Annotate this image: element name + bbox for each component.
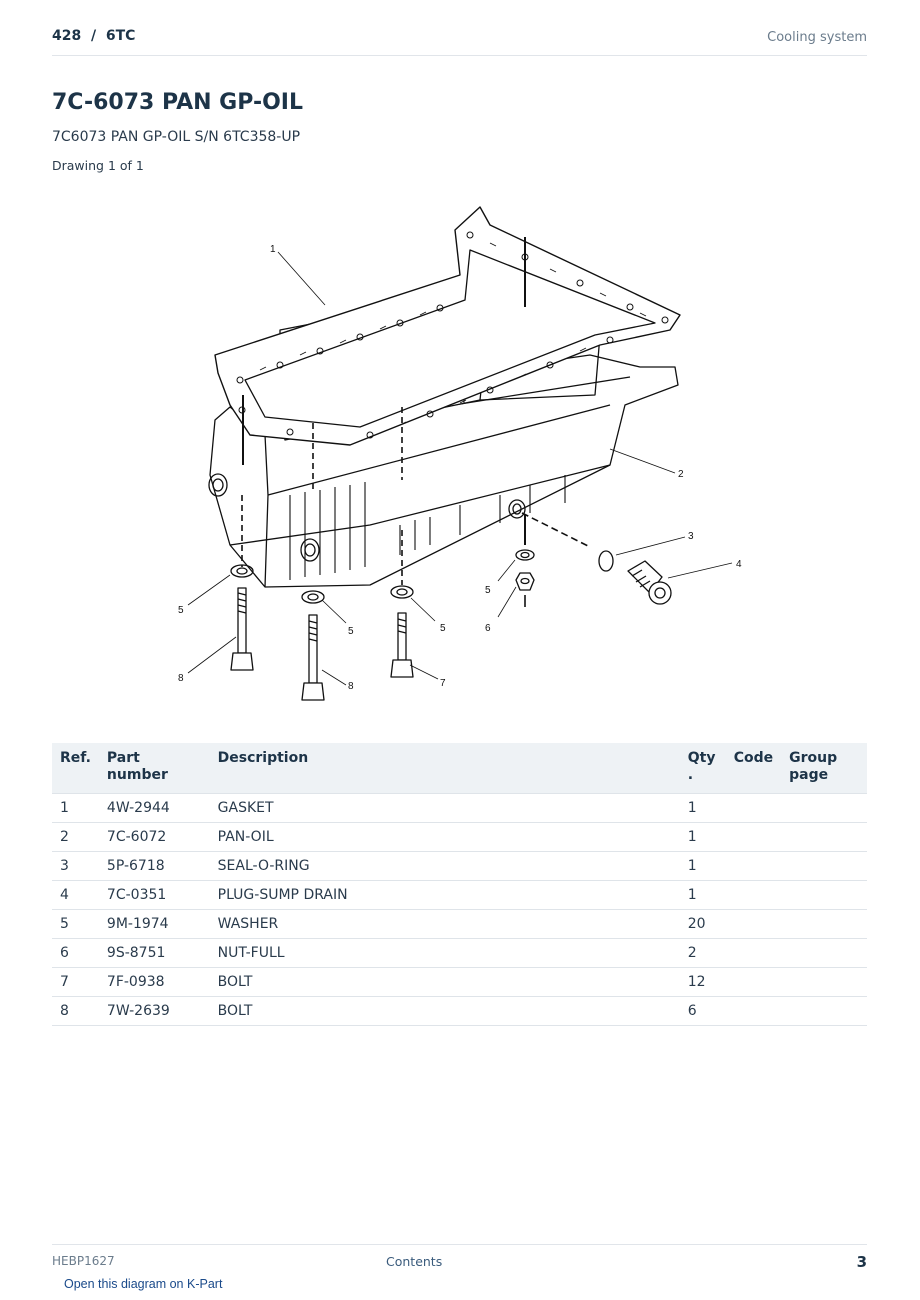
washer-right bbox=[515, 549, 535, 561]
cell-ref: 1 bbox=[52, 793, 99, 823]
column-header-qty: Qty . bbox=[679, 743, 726, 794]
cell-ref: 7 bbox=[52, 967, 99, 997]
document-id: HEBP1627 bbox=[52, 1254, 115, 1268]
table-row: 6 9S-8751 NUT-FULL 2 bbox=[52, 938, 867, 968]
cell-description: PLUG-SUMP DRAIN bbox=[209, 880, 680, 910]
table-row: 7 7F-0938 BOLT 12 bbox=[52, 967, 867, 997]
callout-label[interactable]: 5 bbox=[440, 623, 446, 634]
parts-table: Ref. Part number Description Qty . Code … bbox=[52, 743, 867, 1026]
cell-description: BOLT bbox=[209, 996, 680, 1026]
callout-label[interactable]: 8 bbox=[178, 673, 184, 684]
callout-label[interactable]: 5 bbox=[485, 585, 491, 596]
cell-code bbox=[725, 880, 782, 910]
column-header-ref: Ref. bbox=[52, 743, 99, 794]
table-row: 2 7C-6072 PAN-OIL 1 bbox=[52, 822, 867, 852]
column-header-group-page: Group page bbox=[781, 743, 867, 794]
cell-qty: 1 bbox=[679, 822, 726, 852]
cell-part-number[interactable]: 4W-2944 bbox=[98, 793, 210, 823]
cell-group-page bbox=[781, 996, 867, 1026]
callout-label[interactable]: 3 bbox=[688, 531, 694, 542]
callout-label[interactable]: 2 bbox=[678, 469, 684, 480]
cell-ref: 5 bbox=[52, 909, 99, 939]
table-row: 3 5P-6718 SEAL-O-RING 1 bbox=[52, 851, 867, 881]
cell-group-page bbox=[781, 880, 867, 910]
bolt-left bbox=[237, 587, 247, 654]
cell-code bbox=[725, 793, 782, 823]
table-row: 4 7C-0351 PLUG-SUMP DRAIN 1 bbox=[52, 880, 867, 910]
cell-group-page bbox=[781, 822, 867, 852]
washer-middle bbox=[301, 590, 325, 604]
callout-label[interactable]: 4 bbox=[736, 559, 742, 570]
washer-center bbox=[390, 585, 414, 599]
cell-qty: 1 bbox=[679, 880, 726, 910]
open-in-kpart-link[interactable]: Open this diagram on K-Part bbox=[64, 1277, 223, 1291]
cell-qty: 20 bbox=[679, 909, 726, 939]
bolt-middle bbox=[308, 614, 318, 684]
cell-ref: 6 bbox=[52, 938, 99, 968]
callout-label[interactable]: 6 bbox=[485, 623, 491, 634]
cell-part-number[interactable]: 5P-6718 bbox=[98, 851, 210, 881]
callout-label[interactable]: 7 bbox=[440, 678, 446, 689]
cell-part-number[interactable]: 7C-0351 bbox=[98, 880, 210, 910]
table-row: 1 4W-2944 GASKET 1 bbox=[52, 793, 867, 823]
cell-part-number[interactable]: 9M-1974 bbox=[98, 909, 210, 939]
table-row: 8 7W-2639 BOLT 6 bbox=[52, 996, 867, 1026]
cell-qty: 12 bbox=[679, 967, 726, 997]
cell-qty: 6 bbox=[679, 996, 726, 1026]
cell-description: SEAL-O-RING bbox=[209, 851, 680, 881]
cell-part-number[interactable]: 9S-8751 bbox=[98, 938, 210, 968]
column-header-description: Description bbox=[209, 743, 680, 794]
cell-description: BOLT bbox=[209, 967, 680, 997]
page-number: 3 bbox=[856, 1253, 867, 1271]
cell-code bbox=[725, 909, 782, 939]
section-name: Cooling system bbox=[767, 30, 867, 45]
cell-part-number[interactable]: 7F-0938 bbox=[98, 967, 210, 997]
cell-description: GASKET bbox=[209, 793, 680, 823]
cell-qty: 1 bbox=[679, 793, 726, 823]
table-header-row: Ref. Part number Description Qty . Code … bbox=[52, 743, 867, 794]
cell-description: PAN-OIL bbox=[209, 822, 680, 852]
page-subtitle: 7C6073 PAN GP-OIL S/N 6TC358-UP bbox=[52, 129, 301, 145]
cell-code bbox=[725, 967, 782, 997]
column-header-code: Code bbox=[725, 743, 782, 794]
cell-ref: 4 bbox=[52, 880, 99, 910]
cell-description: WASHER bbox=[209, 909, 680, 939]
callout-label[interactable]: 8 bbox=[348, 681, 354, 692]
nut-full bbox=[515, 572, 535, 591]
table-row: 5 9M-1974 WASHER 20 bbox=[52, 909, 867, 939]
cell-ref: 2 bbox=[52, 822, 99, 852]
page-title: 7C-6073 PAN GP-OIL bbox=[52, 90, 304, 115]
breadcrumb[interactable]: 428 / 6TC bbox=[52, 28, 136, 44]
cell-ref: 3 bbox=[52, 851, 99, 881]
drawing-count: Drawing 1 of 1 bbox=[52, 158, 144, 173]
contents-link[interactable]: Contents bbox=[386, 1254, 443, 1269]
cell-code bbox=[725, 851, 782, 881]
cell-code bbox=[725, 822, 782, 852]
page-header: 428 / 6TC Cooling system bbox=[52, 28, 867, 56]
cell-description: NUT-FULL bbox=[209, 938, 680, 968]
page-footer: HEBP1627 Contents 3 bbox=[52, 1244, 867, 1271]
cell-group-page bbox=[781, 938, 867, 968]
cell-ref: 8 bbox=[52, 996, 99, 1026]
cell-group-page bbox=[781, 909, 867, 939]
cell-qty: 2 bbox=[679, 938, 726, 968]
o-ring-seal bbox=[598, 550, 614, 572]
column-header-part-number: Part number bbox=[98, 743, 210, 794]
callout-label[interactable]: 5 bbox=[178, 605, 184, 616]
callout-label[interactable]: 5 bbox=[348, 626, 354, 637]
cell-code bbox=[725, 938, 782, 968]
cell-code bbox=[725, 996, 782, 1026]
diagram-drawing: 1 2 3 4 5 5 5 5 6 7 8 8 bbox=[178, 206, 742, 701]
exploded-parts-diagram[interactable]: 1 2 3 4 5 5 5 5 6 7 8 8 bbox=[170, 195, 760, 710]
cell-group-page bbox=[781, 967, 867, 997]
cell-group-page bbox=[781, 851, 867, 881]
callout-label[interactable]: 1 bbox=[270, 244, 276, 255]
cell-group-page bbox=[781, 793, 867, 823]
cell-part-number[interactable]: 7W-2639 bbox=[98, 996, 210, 1026]
cell-part-number[interactable]: 7C-6072 bbox=[98, 822, 210, 852]
cell-qty: 1 bbox=[679, 851, 726, 881]
